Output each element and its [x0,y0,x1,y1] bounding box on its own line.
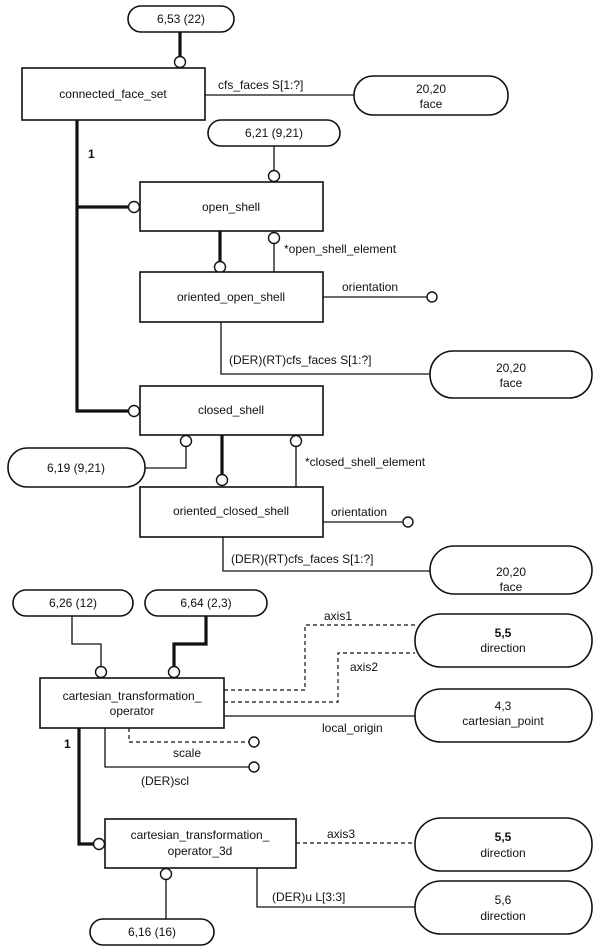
ref-label-6-64: 6,64 (2,3) [180,596,231,610]
attr-label-orientation-2: orientation [331,505,387,519]
ref-label-6-21: 6,21 (9,21) [245,126,303,140]
ref-name-face-3: face [500,580,523,594]
entity-label-cto3d-line2: operator_3d [168,844,233,858]
attr-label-der-u: (DER)u L[3:3] [272,890,345,904]
subtype-trunk [75,120,131,413]
ref-num-face-3: 20,20 [496,565,526,579]
ref-name-direction-1: direction [480,641,525,655]
ref-pill-6-53[interactable] [127,5,235,33]
entity-label-oriented-closed-shell: oriented_closed_shell [173,504,289,518]
link-circle-icon [159,867,173,881]
attr-line-axis2 [224,652,415,703]
ref-label-6-19: 6,19 (9,21) [47,461,105,475]
link-circle-icon [92,837,106,851]
attr-label-axis1: axis1 [324,609,352,623]
ref-name-direction-2: direction [480,846,525,860]
link-circle-icon [289,434,303,448]
attr-label-scale: scale [173,746,201,760]
ref-label-6-16: 6,16 (16) [128,925,176,939]
link-circle-icon [248,761,260,773]
attr-line-axis1 [224,624,415,691]
subtype-link-cto-3d [77,728,94,846]
entity-label-cto-line1: cartesian_transformation_ [63,689,202,703]
ref-pill-6-19[interactable] [7,447,146,488]
ref-pill-cartesian-point[interactable] [414,688,593,743]
attr-label-local-origin: local_origin [322,721,383,735]
ref-num-direction-2: 5,5 [495,830,512,844]
ref-link-6-19 [145,447,187,469]
ref-link-6-64 [172,616,208,666]
ref-pill-6-26[interactable] [12,589,134,617]
ref-name-cartesian-point: cartesian_point [462,714,544,728]
link-circle-icon [215,473,229,487]
attr-line-scale [128,728,249,743]
ref-num-direction-3: 5,6 [495,893,512,907]
entity-label-cto3d-line1: cartesian_transformation_ [131,828,270,842]
ref-name-face-2: face [500,376,523,390]
entity-open-shell[interactable] [139,181,324,232]
ref-num-face-1: 20,20 [416,82,446,96]
attr-label-open-shell-element: *open_shell_element [284,242,397,256]
attr-line-der-u [256,868,415,908]
entity-closed-shell[interactable] [139,385,324,436]
attr-label-closed-shell-element: *closed_shell_element [305,455,426,469]
link-circle-icon [94,665,108,679]
link-circle-icon [173,55,187,69]
ref-name-direction-3: direction [480,909,525,923]
ref-name-face-1: face [420,97,443,111]
link-circle-icon [267,169,281,183]
ref-pill-face-3[interactable] [429,545,593,595]
link-circle-icon [426,291,438,303]
cardinality-one: 1 [88,147,95,161]
attr-label-der-cfs-faces-1: (DER)(RT)cfs_faces S[1:?] [229,353,371,367]
attr-line-der-cfs-faces-1 [220,322,430,375]
entity-label-open-shell: open_shell [202,200,260,214]
attr-label-orientation-1: orientation [342,280,398,294]
attr-line-der-cfs-faces-2 [222,537,430,572]
entity-oriented-closed-shell[interactable] [139,486,324,538]
ref-pill-direction-2[interactable] [414,817,593,872]
entity-oriented-open-shell[interactable] [139,271,324,323]
ref-num-direction-1: 5,5 [495,626,512,640]
ref-num-face-2: 20,20 [496,361,526,375]
ref-pill-direction-3[interactable] [414,880,593,935]
link-circle-icon [127,404,141,418]
link-circle-icon [167,665,181,679]
cardinality-one-b: 1 [64,737,71,751]
link-circle-icon [267,231,281,245]
link-circle-icon [248,736,260,748]
link-circle-icon [213,260,227,274]
entity-cartesian-transformation-operator[interactable] [39,677,225,729]
entity-label-closed-shell: closed_shell [198,403,264,417]
ref-pill-face-2[interactable] [429,350,593,399]
ref-pill-face-1[interactable] [353,75,509,116]
attr-line-der-scl [104,728,249,768]
entity-label-cto-line2: operator [110,704,155,718]
ref-link-6-26 [71,616,102,666]
ref-pill-direction-1[interactable] [414,613,593,668]
attr-label-axis2: axis2 [350,660,378,674]
link-circle-icon [402,516,414,528]
link-circle-icon [127,200,141,214]
ref-pill-6-16[interactable] [89,918,215,946]
ref-label-6-53: 6,53 (22) [157,12,205,26]
attr-label-cfs-faces: cfs_faces S[1:?] [218,78,303,92]
ref-num-cartesian-point: 4,3 [495,699,512,713]
entity-label-connected-face-set: connected_face_set [59,87,167,101]
ref-label-6-26: 6,26 (12) [49,596,97,610]
attr-label-der-cfs-faces-2: (DER)(RT)cfs_faces S[1:?] [231,552,373,566]
attr-label-axis3: axis3 [327,827,355,841]
attr-label-der-scl: (DER)scl [141,774,189,788]
entity-label-oriented-open-shell: oriented_open_shell [177,290,285,304]
entity-connected-face-set[interactable] [21,67,206,121]
entity-cartesian-transformation-operator-3d[interactable] [104,818,297,869]
link-circle-icon [179,434,193,448]
